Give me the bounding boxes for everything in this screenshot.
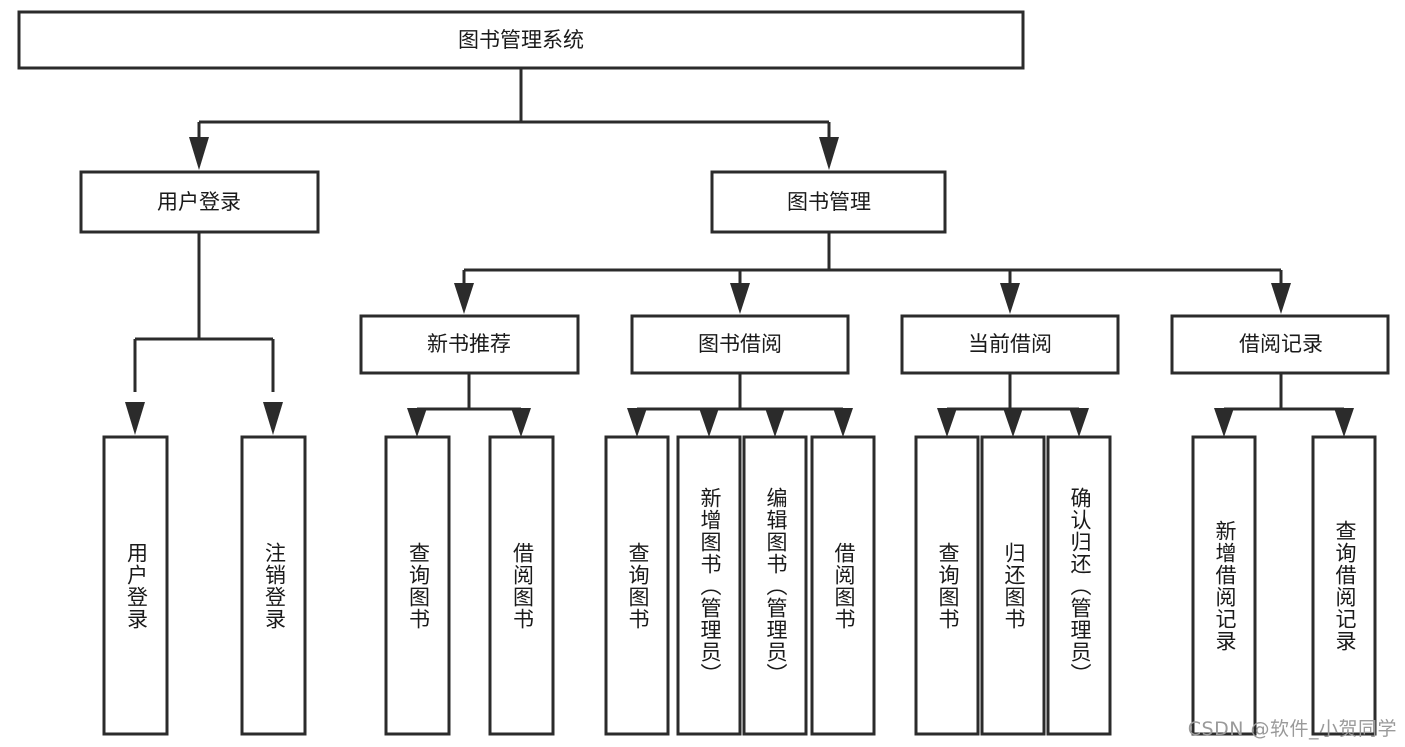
arrowhead-current-borrow [1000, 283, 1020, 314]
leaf-edit-book-label: 编辑图书（管理员） [763, 486, 788, 685]
arrowhead-leaf-logout [263, 402, 283, 435]
csdn-watermark: CSDN @软件_小贺同学 [1187, 718, 1397, 740]
leaf-edit-book-box[interactable] [742, 435, 808, 736]
node-book-management[interactable]: 图书管理 [710, 170, 947, 234]
node-borrow-record[interactable]: 借阅记录 [1170, 314, 1390, 375]
leaf-borrow-book-2-label-wrap: 借阅图书 [831, 541, 856, 630]
leaf-borrow-book-2[interactable]: 借阅图书 [810, 435, 876, 736]
leaf-query-record-label-wrap: 查询借阅记录 [1332, 519, 1357, 652]
leaf-return-book-box[interactable] [980, 435, 1046, 736]
node-book-borrow[interactable]: 图书借阅 [630, 314, 850, 375]
arrowhead-leaf-return-book [1003, 408, 1023, 437]
arrowhead-leaf-edit-book [765, 408, 785, 437]
node-book-borrow-box[interactable] [630, 314, 850, 375]
leaf-add-record[interactable]: 新增借阅记录 [1191, 435, 1257, 736]
node-new-book-recommend-box[interactable] [359, 314, 580, 375]
connectors [125, 68, 1354, 437]
leaf-user-login-label-wrap: 用户登录 [124, 541, 149, 630]
arrowhead-leaf-query-book-1 [407, 408, 427, 437]
leaf-borrow-book-2-box[interactable] [810, 435, 876, 736]
leaf-edit-book[interactable]: 编辑图书（管理员） [742, 435, 808, 736]
leaf-add-book-box[interactable] [676, 435, 742, 736]
leaf-query-book-1-box[interactable] [384, 435, 451, 736]
arrowhead-leaf-user-login [125, 402, 145, 435]
leaf-user-login[interactable]: 用户登录 [102, 435, 169, 736]
node-root[interactable]: 图书管理系统 [17, 10, 1025, 70]
leaf-logout[interactable]: 注销登录 [240, 435, 307, 736]
leaf-query-book-1-label: 查询图书 [406, 541, 431, 630]
node-root-label: 图书管理系统 [458, 28, 584, 52]
arrowhead-book-borrow [730, 283, 750, 314]
node-user-login-box[interactable] [79, 170, 320, 234]
arrowhead-leaf-borrow-book-1 [511, 408, 531, 437]
leaf-query-book-2-label-wrap: 查询图书 [625, 541, 650, 630]
arrowhead-leaf-confirm-return [1069, 408, 1089, 437]
leaf-borrow-book-1-label: 借阅图书 [510, 541, 535, 630]
node-user-login-label: 用户登录 [157, 190, 241, 214]
leaf-query-book-2-label: 查询图书 [625, 541, 650, 630]
node-user-login[interactable]: 用户登录 [79, 170, 320, 234]
leaf-logout-box[interactable] [240, 435, 307, 736]
leaf-query-record-label: 查询借阅记录 [1332, 519, 1357, 652]
leaf-confirm-return-label-wrap: 确认归还（管理员） [1067, 486, 1092, 685]
leaf-query-book-3-label: 查询图书 [935, 541, 960, 630]
leaf-confirm-return-label: 确认归还（管理员） [1067, 486, 1092, 685]
arrowhead-borrow-record [1271, 283, 1291, 314]
arrowhead-leaf-query-record [1334, 408, 1354, 437]
node-current-borrow-label: 当前借阅 [968, 332, 1052, 356]
node-book-management-label: 图书管理 [787, 190, 871, 214]
arrowhead-book-management [819, 137, 839, 170]
arrowhead-leaf-add-record [1214, 408, 1234, 437]
leaf-user-login-label: 用户登录 [124, 541, 149, 630]
node-borrow-record-box[interactable] [1170, 314, 1390, 375]
leaf-confirm-return-box[interactable] [1046, 435, 1112, 736]
leaf-add-book[interactable]: 新增图书（管理员） [676, 435, 742, 736]
leaf-confirm-return[interactable]: 确认归还（管理员） [1046, 435, 1112, 736]
node-current-borrow[interactable]: 当前借阅 [900, 314, 1120, 375]
leaf-query-book-3-label-wrap: 查询图书 [935, 541, 960, 630]
leaf-edit-book-label-wrap: 编辑图书（管理员） [763, 486, 788, 685]
leaf-query-book-2-box[interactable] [604, 435, 670, 736]
leaf-query-book-2[interactable]: 查询图书 [604, 435, 670, 736]
arrowhead-leaf-query-book-2 [627, 408, 647, 437]
leaf-query-book-1[interactable]: 查询图书 [384, 435, 451, 736]
leaf-borrow-book-2-label: 借阅图书 [831, 541, 856, 630]
leaf-add-record-label-wrap: 新增借阅记录 [1212, 519, 1237, 652]
leaf-query-book-3-box[interactable] [914, 435, 980, 736]
arrowhead-leaf-query-book-3 [937, 408, 957, 437]
leaf-query-record[interactable]: 查询借阅记录 [1311, 435, 1377, 736]
leaf-return-book-label: 归还图书 [1001, 541, 1026, 630]
node-book-borrow-label: 图书借阅 [698, 332, 782, 356]
leaf-return-book[interactable]: 归还图书 [980, 435, 1046, 736]
leaf-logout-label-wrap: 注销登录 [262, 541, 287, 630]
leaf-borrow-book-1-label-wrap: 借阅图书 [510, 541, 535, 630]
leaf-query-book-3[interactable]: 查询图书 [914, 435, 980, 736]
leaf-query-book-1-label-wrap: 查询图书 [406, 541, 431, 630]
leaf-borrow-book-1-box[interactable] [488, 435, 555, 736]
node-root-box[interactable] [17, 10, 1025, 70]
leaf-borrow-book-1[interactable]: 借阅图书 [488, 435, 555, 736]
arrowhead-user-login [189, 137, 209, 170]
arrowhead-leaf-add-book [699, 408, 719, 437]
leaf-query-record-box[interactable] [1311, 435, 1377, 736]
node-borrow-record-label: 借阅记录 [1239, 332, 1323, 356]
node-book-management-box[interactable] [710, 170, 947, 234]
leaf-add-book-label: 新增图书（管理员） [697, 486, 722, 685]
leaf-add-record-box[interactable] [1191, 435, 1257, 736]
arrowhead-new-book-recommend [454, 283, 474, 314]
leaf-add-record-label: 新增借阅记录 [1212, 519, 1237, 652]
node-new-book-recommend-label: 新书推荐 [427, 332, 511, 356]
leaf-return-book-label-wrap: 归还图书 [1001, 541, 1026, 630]
arrowhead-leaf-borrow-book-2 [833, 408, 853, 437]
leaf-user-login-box[interactable] [102, 435, 169, 736]
node-new-book-recommend[interactable]: 新书推荐 [359, 314, 580, 375]
leaf-logout-label: 注销登录 [262, 541, 287, 630]
node-current-borrow-box[interactable] [900, 314, 1120, 375]
leaf-add-book-label-wrap: 新增图书（管理员） [697, 486, 722, 685]
